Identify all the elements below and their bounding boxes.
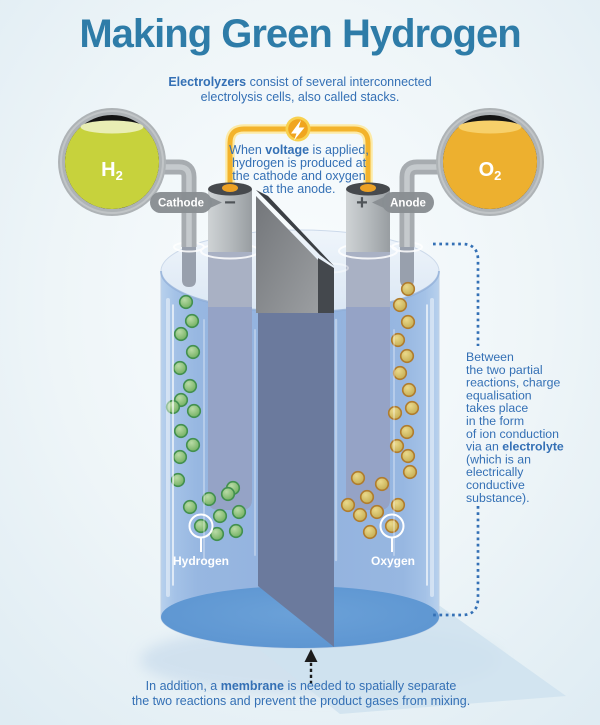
oxygen-bubble [352,507,368,523]
oxygen-bubble [392,365,408,381]
oxygen-liquid-surface [458,120,522,134]
electrolysis-cell [160,229,440,649]
cathode-electrode [208,182,252,252]
hydrogen-bubble [173,326,189,342]
voltage-callout: When voltage is applied, hydrogen is pro… [229,143,369,196]
hydrogen-bubble [184,313,200,329]
oxygen-bubble [400,314,416,330]
oxygen-annotation: Oxygen [371,513,415,568]
oxygen-bubble [340,497,356,513]
hydrogen-bubble [182,378,198,394]
hydrogen-bubble [228,523,244,539]
oxygen-bubble [400,281,416,297]
glass-highlights [166,298,434,597]
oxygen-bubble [404,400,420,416]
voltage-callout-line3: the cathode and oxygen [232,169,365,183]
hydrogen-bubble [185,437,201,453]
oxygen-bubble [389,438,405,454]
oxygen-bubble [369,504,385,520]
oxygen-bubble [401,382,417,398]
hydrogen-bubble [201,491,217,507]
oxygen-bubble [392,297,408,313]
oxygen-bubble [400,448,416,464]
oxygen-bubble [350,470,366,486]
cathode-tag: Cathode [150,192,222,213]
oxygen-bubble [390,497,406,513]
hydrogen-bubble [170,472,186,488]
membrane-note-line1: In addition, a membrane is needed to spa… [146,679,457,693]
cathode-underwater [208,250,252,510]
hydrogen-bubble [172,449,188,465]
hydrogen-bubble [209,526,225,542]
hydrogen-bubble [178,294,194,310]
hydrogen-bubble [182,499,198,515]
oxygen-bubble [362,524,378,540]
membrane-underwater [258,308,334,647]
oxygen-bubble [390,332,406,348]
anode-tag: Anode [372,192,434,213]
hydrogen-bubble [212,508,228,524]
oxygen-gas-label: Oxygen [371,554,415,568]
oxygen-bubble [374,476,390,492]
hydrogen-flask-label: H2 [101,159,123,183]
anode-electrode [346,182,390,252]
oxygen-flask: O2 [436,108,544,216]
cathode-tag-pointer [210,197,222,208]
oxygen-flask-label: O2 [479,159,502,183]
hydrogen-flask: H2 [58,108,166,216]
cathode-label: Cathode [158,198,204,210]
hydrogen-bubbles [165,294,247,542]
hydrogen-pipe-tip [182,246,196,287]
hydrogen-annotation: Hydrogen [173,513,229,568]
membrane [256,190,334,313]
anode-underwater [346,250,390,510]
membrane-side-edge [318,258,334,313]
anode-tag-pointer [372,197,384,208]
voltage-callout-line4: at the anode. [263,182,336,196]
membrane-note-line2: the two reactions and prevent the produc… [132,694,470,708]
subtitle-line1: Electrolyzers consist of several interco… [168,75,431,89]
oxygen-liquid [442,127,537,209]
anode-label: Anode [390,198,426,210]
oxygen-bubble [359,489,375,505]
page-title: Making Green Hydrogen [79,12,520,56]
oxygen-bubble [402,464,418,480]
voltage-callout-line1: When voltage is applied, [229,143,369,157]
hydrogen-bubble [220,486,236,502]
hydrogen-bubble [186,403,202,419]
membrane-top-edge [256,190,334,266]
oxygen-bubble [384,518,400,534]
hydrogen-bubble [172,360,188,376]
membrane-note: In addition, a membrane is needed to spa… [132,679,470,708]
oxygen-bubble [387,405,403,421]
cathode-sign: − [224,192,236,214]
hydrogen-pipe [158,159,197,247]
lightning-icon [291,120,305,141]
oxygen-pipe [399,159,440,247]
voltage-badge [285,116,311,142]
hydrogen-liquid [64,127,159,209]
subtitle-line2: electrolysis cells, also called stacks. [201,90,400,104]
oxygen-bubble [399,424,415,440]
subtitle: Electrolyzers consist of several interco… [168,75,431,104]
oxygen-bubble [399,348,415,364]
oxygen-bubbles [340,281,420,540]
membrane-arrow [304,649,318,684]
hydrogen-liquid-surface [80,120,144,134]
hydrogen-bubble [185,344,201,360]
oxygen-pipe-tip [400,246,414,287]
anode-sign: + [356,192,368,214]
electrolyte-note: Between the two partial reactions, charg… [466,350,567,505]
hydrogen-gas-label: Hydrogen [173,554,229,568]
membrane-face [256,196,318,313]
hydrogen-bubble [173,423,189,439]
hydrogen-bubble [231,504,247,520]
hydrogen-bubble [193,518,209,534]
voltage-callout-line2: hydrogen is produced at [232,156,367,170]
